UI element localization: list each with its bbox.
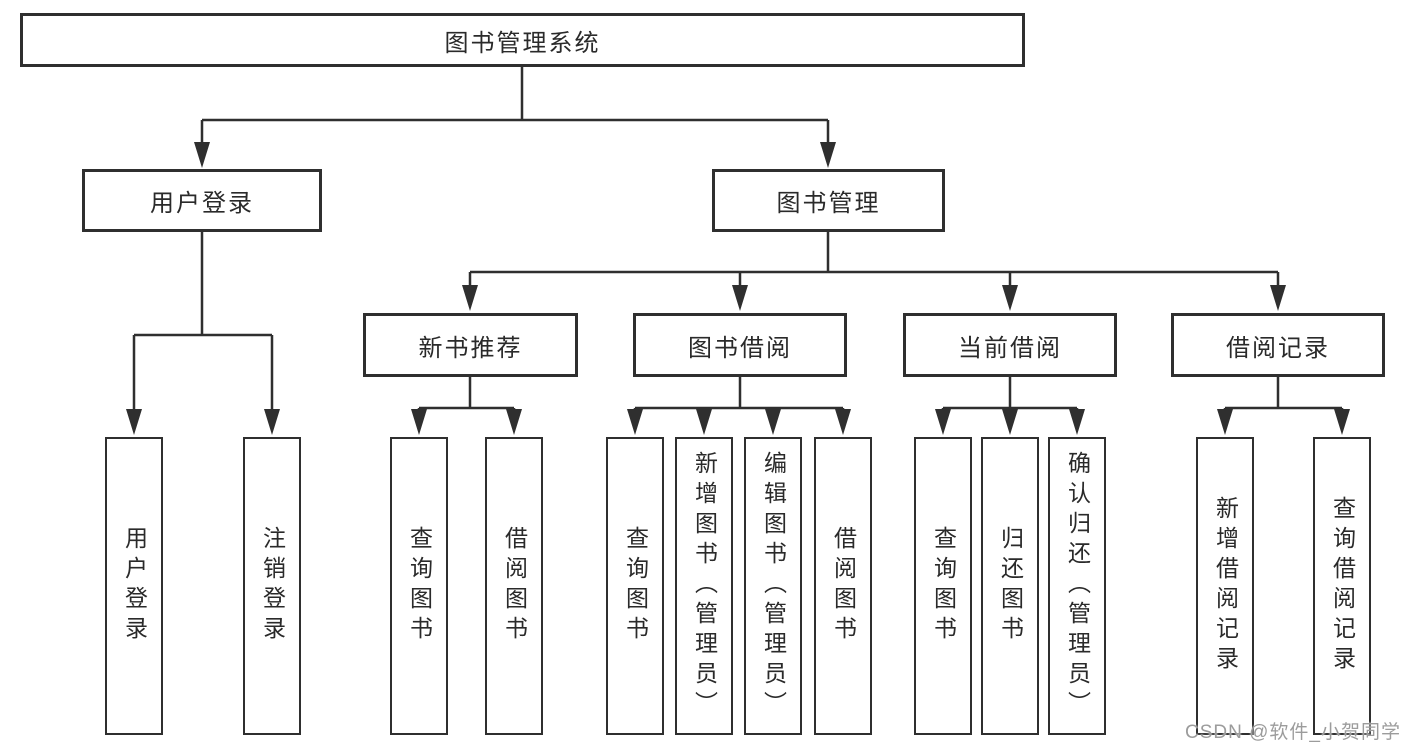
leaf-user-login: 用户登录 (105, 437, 163, 735)
node-label: 查询图书 (622, 526, 649, 646)
leaf-newbook-borrow-book: 借阅图书 (485, 437, 543, 735)
leaf-borrow-query-book: 查询图书 (606, 437, 664, 735)
node-label: 图书管理系统 (444, 29, 601, 57)
node-library-system: 图书管理系统 (20, 13, 1025, 67)
leaf-records-add-record: 新增借阅记录 (1196, 437, 1254, 735)
node-label: 用户登录 (150, 190, 254, 217)
node-label: 当前借阅 (958, 334, 1062, 362)
node-user-login: 用户登录 (82, 169, 322, 232)
watermark-text: CSDN @软件_小贺同学 (1185, 722, 1401, 743)
node-borrow-records: 借阅记录 (1171, 313, 1385, 377)
node-label: 借阅图书 (830, 526, 857, 646)
leaf-borrow-add-book-admin: 新增图书（管理员） (675, 437, 733, 735)
node-book-borrow: 图书借阅 (633, 313, 847, 377)
node-new-book-recommend: 新书推荐 (363, 313, 578, 377)
leaf-logout: 注销登录 (243, 437, 301, 735)
leaf-current-return-book: 归还图书 (981, 437, 1039, 735)
node-book-management: 图书管理 (712, 169, 945, 232)
leaf-newbook-query-book: 查询图书 (390, 437, 448, 735)
node-label: 借阅图书 (501, 526, 528, 646)
node-label: 新增借阅记录 (1212, 496, 1239, 676)
node-label: 注销登录 (259, 526, 286, 646)
node-label: 图书借阅 (688, 334, 792, 362)
node-label: 查询借阅记录 (1329, 496, 1356, 676)
node-label: 新书推荐 (418, 334, 523, 362)
leaf-borrow-borrow-book: 借阅图书 (814, 437, 872, 735)
node-label: 图书管理 (776, 190, 881, 217)
leaf-current-query-book: 查询图书 (914, 437, 972, 735)
node-label: 编辑图书（管理员） (760, 451, 787, 721)
node-label: 确认归还（管理员） (1064, 451, 1091, 721)
node-label: 借阅记录 (1226, 334, 1330, 362)
leaf-borrow-edit-book-admin: 编辑图书（管理员） (744, 437, 802, 735)
node-current-borrow: 当前借阅 (903, 313, 1117, 377)
node-label: 归还图书 (997, 526, 1024, 646)
node-label: 新增图书（管理员） (691, 451, 718, 721)
node-label: 查询图书 (406, 526, 433, 646)
node-label: 查询图书 (930, 526, 957, 646)
leaf-records-query-record: 查询借阅记录 (1313, 437, 1371, 735)
leaf-current-confirm-return-admin: 确认归还（管理员） (1048, 437, 1106, 735)
node-label: 用户登录 (121, 526, 148, 646)
